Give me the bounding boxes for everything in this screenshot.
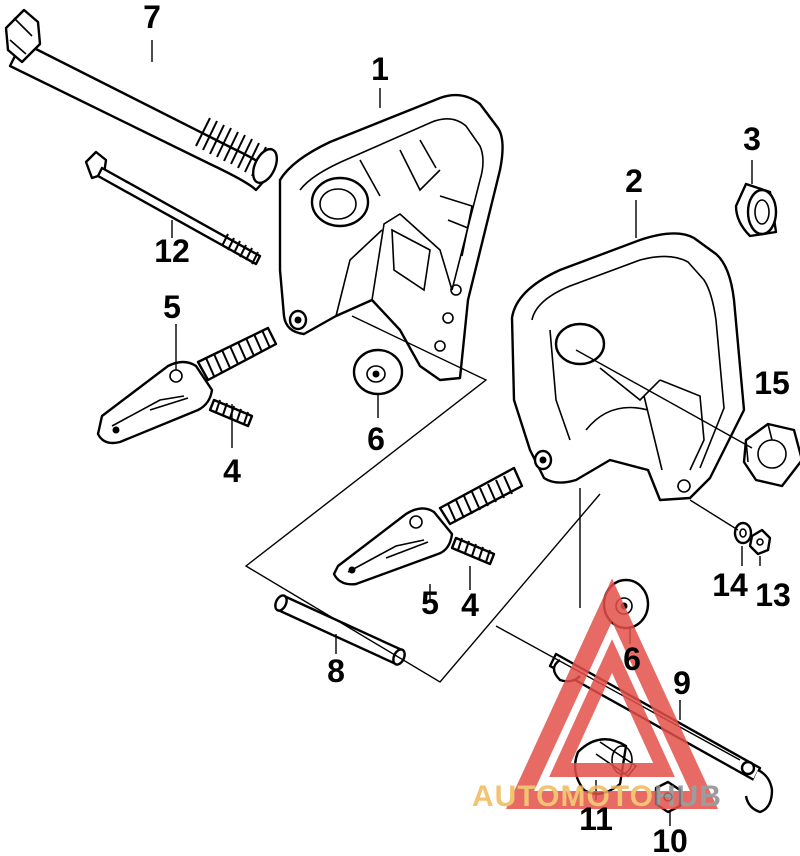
part-labels: 7 1 3 2 12 5 15 6 4 14 13 5 4 8 6 9 11 1… — [143, 0, 791, 856]
part-5-lever-lower — [332, 466, 524, 586]
part-7-tilt-tube — [4, 8, 279, 192]
watermark-triangle-inner — [549, 639, 675, 777]
label-14: 14 — [712, 567, 748, 603]
part-3-bushing — [734, 182, 778, 238]
label-2: 2 — [625, 163, 643, 199]
part-4-screw-lower — [450, 536, 496, 566]
label-3: 3 — [743, 121, 761, 157]
label-15: 15 — [754, 365, 790, 401]
label-6-lower: 6 — [623, 641, 641, 677]
part-6-plug-upper — [352, 348, 404, 396]
part-12-long-bolt — [84, 150, 262, 266]
label-7: 7 — [143, 0, 161, 35]
label-5-lower: 5 — [421, 585, 439, 621]
label-11: 11 — [579, 801, 613, 837]
watermark-triangle-outer — [505, 578, 719, 809]
part-15-nut — [742, 422, 800, 488]
watermark-text-automo: AUTOMO — [472, 780, 611, 813]
part-1-stern-bracket-left — [278, 93, 504, 382]
label-6-upper: 6 — [367, 421, 385, 457]
svg-text:AUTOMOTOHUB: AUTOMOTOHUB — [472, 780, 722, 813]
label-9: 9 — [673, 665, 691, 701]
leader-lines — [151, 40, 761, 826]
label-12: 12 — [154, 233, 190, 269]
label-5-upper: 5 — [163, 289, 181, 325]
part-2-stern-bracket-right — [510, 232, 746, 502]
label-4-upper: 4 — [223, 453, 241, 489]
label-13: 13 — [755, 577, 791, 613]
automotohub-watermark: AUTOMOTOHUB — [472, 578, 722, 813]
watermark-text-to: TO — [611, 780, 654, 813]
part-13-small-nut — [748, 528, 772, 556]
part-14-washer — [733, 521, 753, 545]
label-10: 10 — [652, 823, 688, 856]
watermark-text-hub: HUB — [654, 780, 722, 813]
part-5-lever-upper — [96, 326, 278, 445]
part-8-pin — [274, 594, 406, 666]
part-4-screw-upper — [208, 398, 254, 428]
label-4-lower: 4 — [461, 587, 479, 623]
label-1: 1 — [371, 51, 389, 87]
label-8: 8 — [327, 653, 345, 689]
